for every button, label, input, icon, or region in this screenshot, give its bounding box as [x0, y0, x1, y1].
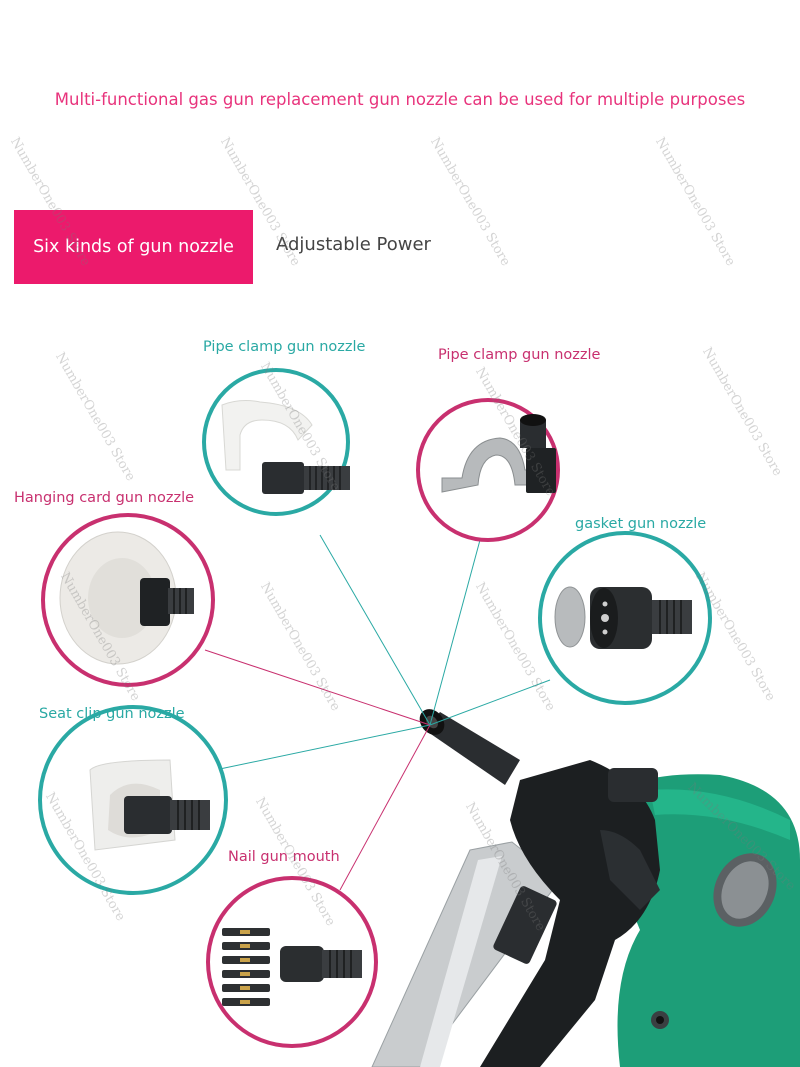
label-nail-gun-mouth: Nail gun mouth	[228, 849, 340, 865]
tab-adjustable-power-label: Adjustable Power	[276, 234, 431, 255]
label-pipe-clamp-nozzle-1: Pipe clamp gun nozzle	[203, 339, 366, 355]
pipe-clamp-nozzle-image-2	[416, 398, 560, 542]
hanging-card-nozzle-image	[41, 513, 215, 687]
gasket-nozzle-image	[538, 531, 712, 705]
pipe-clamp-nozzle-image-1	[202, 368, 350, 516]
label-pipe-clamp-nozzle-2: Pipe clamp gun nozzle	[438, 347, 601, 363]
connector-lines	[204, 534, 551, 891]
nail-gun-body	[371, 709, 800, 1067]
label-hanging-card-nozzle: Hanging card gun nozzle	[14, 490, 195, 506]
tab-six-kinds-of-gun-nozzle[interactable]: Six kinds of gun nozzle	[14, 210, 253, 284]
tab-six-kinds-label: Six kinds of gun nozzle	[33, 237, 234, 257]
nail-gun-mouth-image	[206, 876, 378, 1048]
label-seat-clip-nozzle: Seat clip gun nozzle	[39, 706, 185, 722]
seat-clip-nozzle-image	[38, 705, 228, 895]
tab-adjustable-power[interactable]: Adjustable Power	[276, 234, 431, 255]
label-gasket-nozzle: gasket gun nozzle	[575, 516, 707, 532]
headline: Multi-functional gas gun replacement gun…	[54, 90, 746, 109]
